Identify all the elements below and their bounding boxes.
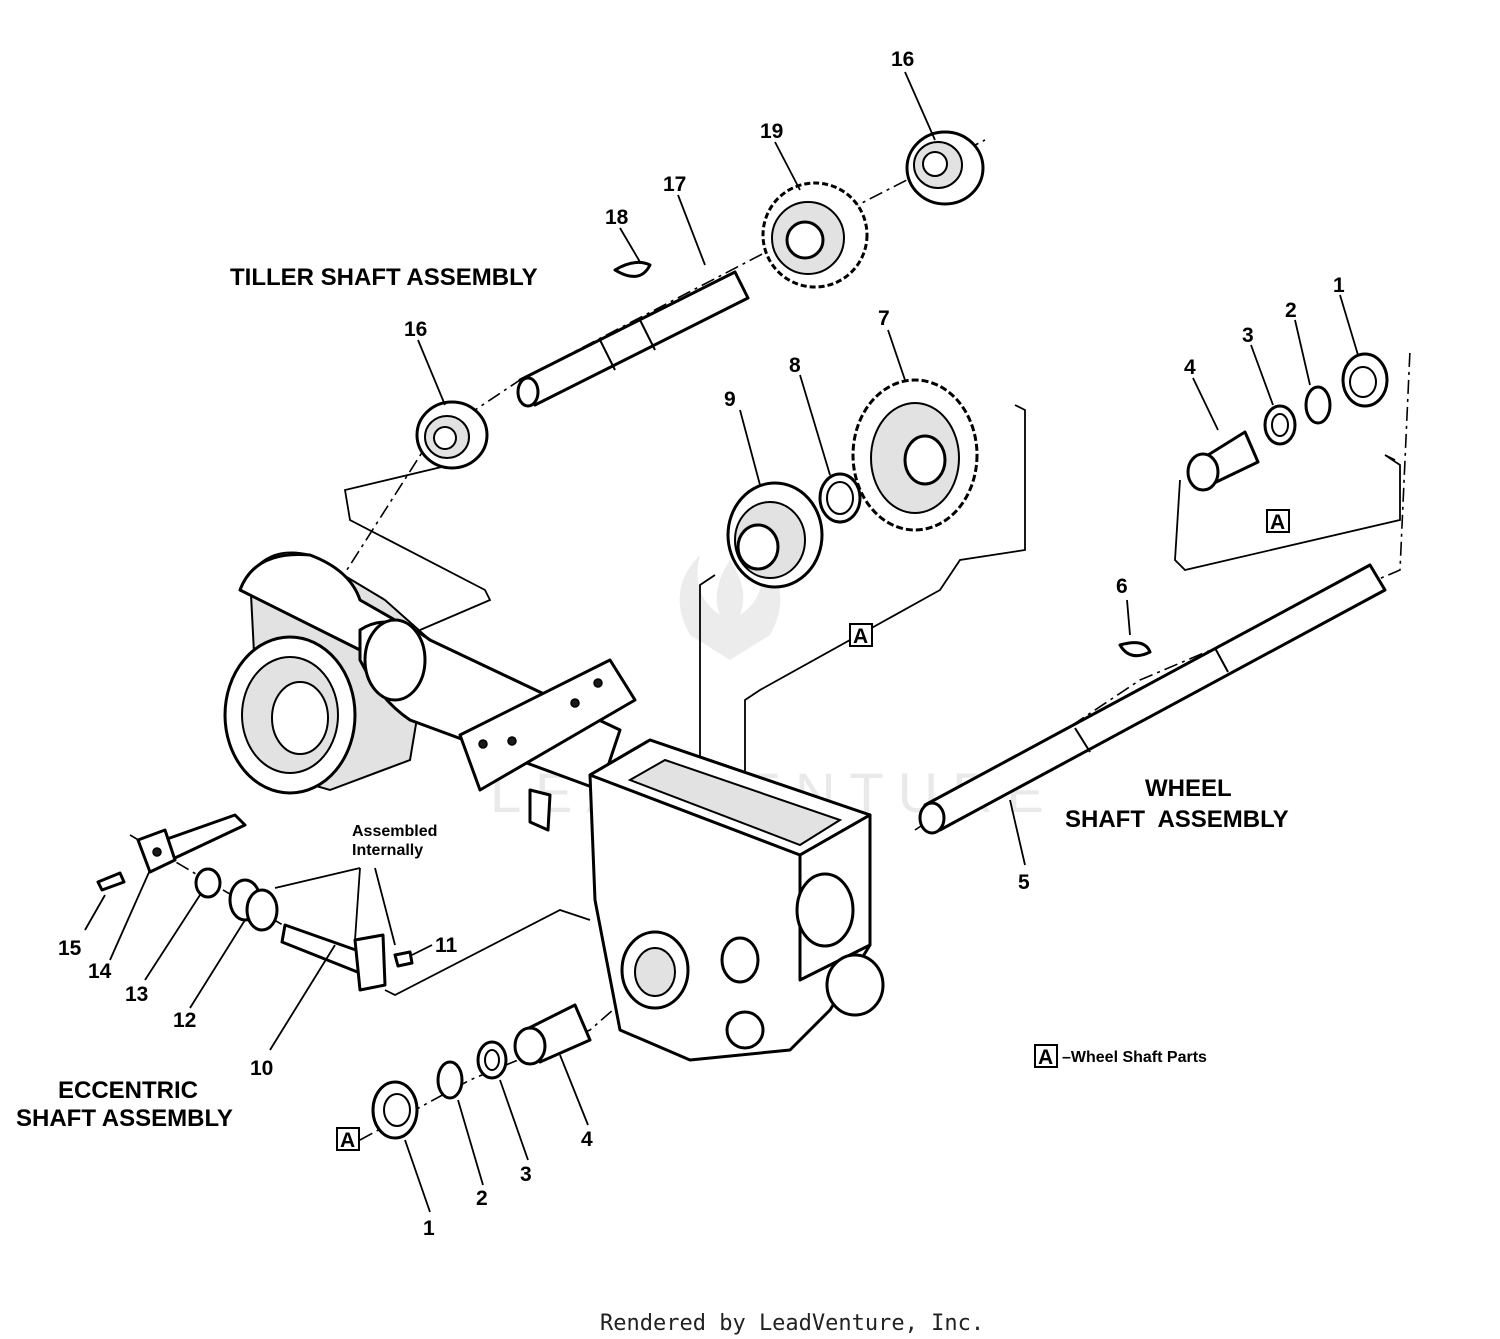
callout-2-right: 2 xyxy=(1285,299,1297,322)
eccentric-shaft-assembly xyxy=(96,813,414,992)
callout-15: 15 xyxy=(58,937,82,960)
washer-13 xyxy=(194,867,222,899)
callout-10: 10 xyxy=(250,1057,273,1080)
snap-ring-2-right xyxy=(1304,385,1332,425)
wheel-shaft-assembly-title-line2: SHAFT ASSEMBLY xyxy=(1065,806,1289,833)
sprocket-9 xyxy=(726,481,824,589)
box-marker-a-top-right: A xyxy=(1266,509,1290,534)
tiller-shaft xyxy=(518,270,750,407)
lower-wheel-shaft-parts xyxy=(371,1003,592,1140)
leader-lines xyxy=(84,71,1359,1213)
legend-marker: A xyxy=(1038,1046,1053,1069)
callout-13: 13 xyxy=(125,983,148,1006)
callout-1-bottom: 1 xyxy=(423,1217,435,1240)
callout-4-bottom: 4 xyxy=(581,1128,593,1151)
svg-text:A: A xyxy=(340,1129,355,1152)
callout-1-right: 1 xyxy=(1333,274,1345,297)
callout-6: 6 xyxy=(1116,575,1128,598)
eccentric-shaft-assembly-title-line1: ECCENTRIC xyxy=(58,1077,198,1104)
callout-5: 5 xyxy=(1018,871,1030,894)
callout-16-top: 16 xyxy=(891,48,914,71)
callout-7: 7 xyxy=(878,307,890,330)
footer-credit: Rendered by LeadVenture, Inc. xyxy=(600,1311,984,1336)
wheel-shaft-assembly xyxy=(918,352,1389,835)
gear-19 xyxy=(761,181,869,289)
middle-gear-parts xyxy=(726,378,979,589)
transmission-housing xyxy=(223,551,885,1062)
woodruff-key-6 xyxy=(1118,641,1152,658)
callout-12: 12 xyxy=(173,1009,196,1032)
callout-2-bottom: 2 xyxy=(476,1187,488,1210)
gear-7 xyxy=(851,378,979,532)
callout-18: 18 xyxy=(605,206,629,229)
bearing-16-left xyxy=(415,400,489,470)
svg-text:A: A xyxy=(1270,511,1285,534)
callout-8: 8 xyxy=(789,354,801,377)
callout-9: 9 xyxy=(724,388,736,411)
callout-17: 17 xyxy=(663,173,686,196)
box-marker-a-center: A xyxy=(849,623,873,648)
callout-4-right: 4 xyxy=(1184,356,1196,379)
assembled-internally-line1: Assembled xyxy=(352,823,437,840)
tiller-shaft-assembly xyxy=(415,130,985,470)
svg-text:A: A xyxy=(853,625,868,648)
snap-ring-2-bottom xyxy=(436,1060,464,1100)
callout-11: 11 xyxy=(435,934,458,957)
callout-3-right: 3 xyxy=(1242,324,1254,347)
bolt-15 xyxy=(96,871,126,892)
box-marker-a-bottom-left: A xyxy=(336,1127,360,1152)
woodruff-key-18 xyxy=(613,260,652,278)
tiller-shaft-assembly-title: TILLER SHAFT ASSEMBLY xyxy=(230,264,538,291)
callout-19: 19 xyxy=(760,120,783,143)
assembled-internally-line2: Internally xyxy=(352,842,423,859)
screw-11 xyxy=(393,950,414,968)
legend: A –Wheel Shaft Parts xyxy=(1034,1044,1207,1069)
legend-text: –Wheel Shaft Parts xyxy=(1062,1049,1207,1066)
eccentric-shaft-assembly-title-line2: SHAFT ASSEMBLY xyxy=(16,1105,233,1132)
callout-numbers: 16 19 17 18 16 7 8 9 4 3 2 1 6 5 11 15 1… xyxy=(58,48,1345,1240)
callout-16-left: 16 xyxy=(404,318,427,341)
callout-3-bottom: 3 xyxy=(520,1163,532,1186)
wheel-shaft-assembly-title-line1: WHEEL xyxy=(1145,775,1232,802)
callout-14: 14 xyxy=(88,960,112,983)
bearing-16-top xyxy=(905,130,985,206)
